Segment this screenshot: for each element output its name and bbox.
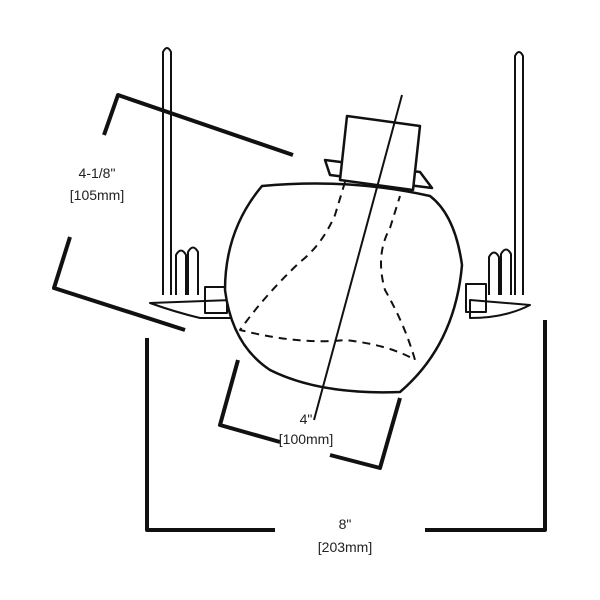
lamp-outline (239, 181, 416, 361)
width-dimension-metric: [203mm] (317, 539, 373, 555)
adjustable-trim-body (223, 182, 464, 394)
height-dimension-imperial: 4-1/8" (78, 165, 116, 181)
height-dimension-metric: [105mm] (69, 187, 125, 203)
housing-flange (149, 283, 531, 319)
aperture-dimension-metric: [100mm] (278, 431, 334, 447)
left-mounting-spring (162, 47, 199, 295)
width-dimension-imperial: 8" (338, 516, 352, 532)
height-dimension-bracket (52, 93, 294, 332)
aperture-dimension-imperial: 4" (299, 411, 313, 427)
right-mounting-spring (488, 51, 524, 295)
width-dimension-bracket (145, 320, 547, 532)
socket-cap (323, 114, 434, 192)
lamp-axis-line (313, 94, 403, 421)
aperture-dimension-bracket (218, 359, 402, 470)
